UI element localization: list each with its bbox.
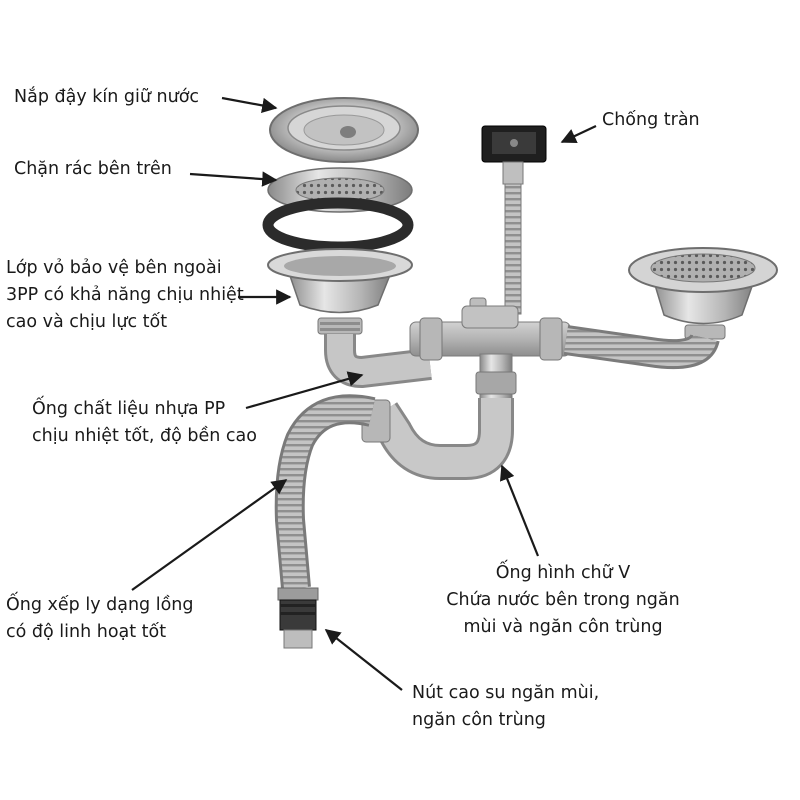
bellows-pipe-drawing [274,394,376,590]
arrow-strainer [189,171,278,187]
left-basket-drawing [267,248,413,335]
label-pipe: Ống chất liệu nhựa PP chịu nhiệt tốt, độ… [32,396,257,450]
rubber-plug-drawing [277,587,319,649]
arrow-pipe [245,371,364,410]
label-vtrap: Ống hình chữ V Chứa nước bên trong ngăn … [418,560,708,641]
label-vtrap-line-1: Ống hình chữ V [495,563,631,583]
label-bellows-line-1: Ống xếp ly dạng lồng [6,595,194,615]
pp-pipe-drawing [324,305,571,480]
label-overflow: Chống tràn [602,107,700,134]
gasket-drawing [262,197,414,253]
arrow-vtrap [499,464,540,557]
arrow-bellows [131,479,288,591]
leader-arrows [131,96,597,691]
overflow-drawing [469,125,547,317]
label-vtrap-line-3: mùi và ngăn côn trùng [463,617,663,638]
label-plug-line-2: ngăn côn trùng [412,710,546,731]
label-shell-line-1: Lớp vỏ bảo vệ bên ngoài [6,258,222,278]
label-plug: Nút cao su ngăn mùi, ngăn côn trùng [412,680,599,734]
label-shell: Lớp vỏ bảo vệ bên ngoài 3PP có khả năng … [6,255,244,336]
label-vtrap-line-2: Chứa nước bên trong ngăn [446,590,680,611]
arrow-overflow [560,125,597,144]
label-lid-line-1: Nắp đậy kín giữ nước [14,87,200,107]
label-strainer: Chặn rác bên trên [14,156,172,183]
arrow-plug [324,629,403,691]
label-shell-line-3: cao và chịu lực tốt [6,312,168,333]
label-overflow-line-1: Chống tràn [602,110,700,130]
right-basket-drawing [628,247,778,340]
lid-drawing [269,97,419,163]
label-bellows: Ống xếp ly dạng lồng có độ linh hoạt tốt [6,592,193,646]
arrow-lid [221,96,278,114]
right-corrugated-arm-drawing [563,325,720,370]
label-lid: Nắp đậy kín giữ nước [14,84,199,111]
label-pipe-line-2: chịu nhiệt tốt, độ bền cao [32,426,257,447]
label-plug-line-1: Nút cao su ngăn mùi, [412,683,600,703]
label-strainer-line-1: Chặn rác bên trên [14,159,172,179]
label-bellows-line-2: có độ linh hoạt tốt [6,622,167,643]
label-shell-line-2: 3PP có khả năng chịu nhiệt [6,285,244,306]
label-pipe-line-1: Ống chất liệu nhựa PP [32,399,226,419]
